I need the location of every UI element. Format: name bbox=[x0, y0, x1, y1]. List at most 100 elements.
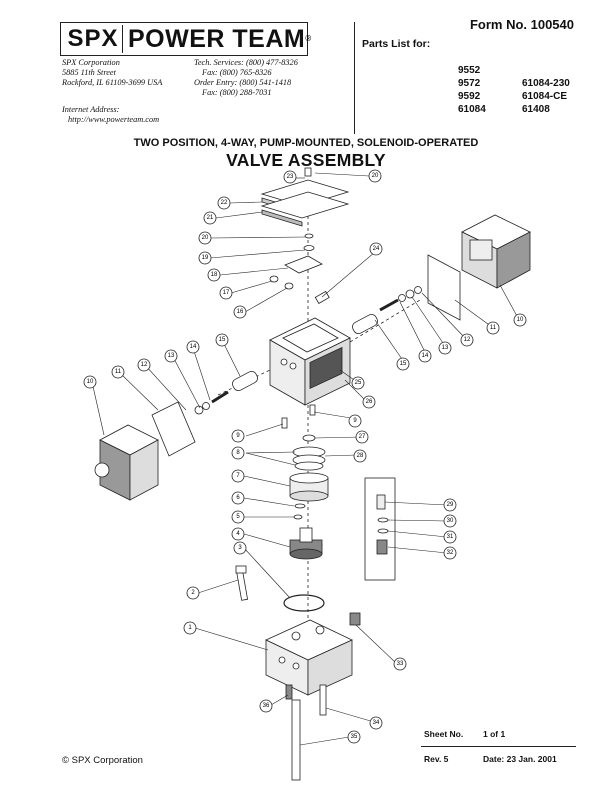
rev-label: Rev. 5 bbox=[424, 754, 449, 764]
callout-bubble bbox=[137, 358, 151, 372]
callout-number: 29 bbox=[447, 502, 454, 508]
model-number: 61408 bbox=[522, 104, 550, 115]
callout-number: 30 bbox=[447, 518, 454, 524]
callout-bubble bbox=[219, 286, 233, 300]
contact-line: Tech. Services: (800) 477-8326 bbox=[194, 58, 298, 67]
callout-number: 32 bbox=[447, 550, 454, 556]
solenoid-plate-11-right bbox=[427, 254, 461, 321]
callout-number: 3 bbox=[238, 545, 242, 551]
callout-number: 15 bbox=[219, 337, 226, 343]
callout-number: 9 bbox=[353, 418, 357, 424]
callout-number: 21 bbox=[207, 215, 214, 221]
address-line: 5885 11th Street bbox=[62, 68, 116, 77]
base-block-1 bbox=[265, 619, 353, 696]
pin-9 bbox=[309, 404, 316, 416]
callout-bubble bbox=[233, 305, 247, 319]
callout-number: 14 bbox=[190, 344, 197, 350]
callout-number: 16 bbox=[237, 309, 244, 315]
date-value: Date: 23 Jan. 2001 bbox=[483, 754, 557, 764]
callout-number: 24 bbox=[373, 246, 380, 252]
header-divider bbox=[354, 22, 355, 134]
callout-number: 12 bbox=[464, 337, 471, 343]
callout-bubble bbox=[203, 211, 217, 225]
callout-number: 23 bbox=[287, 174, 294, 180]
callout-bubble bbox=[231, 469, 245, 483]
callout-bubble bbox=[347, 730, 361, 744]
solenoid-plate-11-left bbox=[151, 401, 196, 457]
spring-14-left bbox=[211, 390, 229, 404]
spool-15-left bbox=[232, 370, 258, 392]
callout-number: 25 bbox=[355, 380, 362, 386]
solenoid-10-right bbox=[461, 214, 531, 289]
model-number: 61084-CE bbox=[522, 91, 568, 102]
callout-bubble bbox=[396, 357, 410, 371]
callout-bubble bbox=[198, 231, 212, 245]
callout-bubble bbox=[183, 621, 197, 635]
inset-panel bbox=[364, 477, 396, 581]
callout-number: 18 bbox=[211, 272, 218, 278]
spool-15-right bbox=[352, 313, 378, 335]
callout-number: 10 bbox=[517, 317, 524, 323]
callout-number: 27 bbox=[359, 434, 366, 440]
contact-block: Tech. Services: (800) 477-8326 Fax: (800… bbox=[194, 58, 298, 98]
address-line: SPX Corporation bbox=[62, 58, 120, 67]
callout-number: 11 bbox=[115, 369, 122, 375]
sheet-info: Sheet No. 1 of 1 Rev. 5 Date: 23 Jan. 20… bbox=[421, 722, 576, 772]
fitting-36 bbox=[285, 684, 293, 700]
document-title: VALVE ASSEMBLY bbox=[226, 150, 386, 170]
valve-body bbox=[269, 317, 351, 406]
screw-24 bbox=[314, 290, 330, 305]
logo-power-team: POWER TEAM® bbox=[128, 25, 312, 53]
callout-bubble bbox=[438, 341, 452, 355]
callout-number: 9 bbox=[236, 433, 240, 439]
callout-bubble bbox=[353, 449, 367, 463]
bolt-2 bbox=[235, 569, 249, 601]
contact-line: Fax: (800) 765-8326 bbox=[202, 68, 272, 77]
callout-bubble bbox=[351, 376, 365, 390]
callout-bubble bbox=[215, 333, 229, 347]
callout-number: 26 bbox=[366, 399, 373, 405]
callout-bubble bbox=[443, 498, 457, 512]
callout-number: 22 bbox=[221, 200, 228, 206]
address-block: SPX Corporation 5885 11th Street Rockfor… bbox=[62, 58, 162, 88]
sheet-value: 1 of 1 bbox=[483, 729, 506, 739]
spring-14-right bbox=[379, 298, 399, 312]
form-number: Form No. 100540 bbox=[469, 17, 574, 32]
callout-bubble bbox=[164, 349, 178, 363]
callout-bubble bbox=[186, 340, 200, 354]
callout-number: 19 bbox=[202, 255, 209, 261]
callout-bubble bbox=[460, 333, 474, 347]
sheet-label: Sheet No. bbox=[424, 729, 464, 739]
callout-bubble bbox=[486, 321, 500, 335]
callout-bubble bbox=[259, 699, 273, 713]
callout-bubble bbox=[186, 586, 200, 600]
callout-number: 20 bbox=[202, 235, 209, 241]
callout-number: 6 bbox=[236, 495, 240, 501]
callout-bubble bbox=[231, 446, 245, 460]
gasket-plate-21 bbox=[260, 191, 350, 219]
o-ring-3 bbox=[283, 594, 325, 612]
model-list-right: 61084-230 61084-CE 61408 bbox=[522, 77, 570, 116]
callout-number: 8 bbox=[236, 450, 240, 456]
callout-number: 4 bbox=[236, 531, 240, 537]
callout-bubble bbox=[393, 657, 407, 671]
contact-line: Order Entry: (800) 541-1418 bbox=[194, 78, 292, 87]
callout-number: 20 bbox=[372, 173, 379, 179]
internet-url[interactable]: http://www.powerteam.com bbox=[68, 115, 160, 124]
document-subtitle: TWO POSITION, 4-WAY, PUMP-MOUNTED, SOLEN… bbox=[133, 137, 479, 149]
callout-number: 5 bbox=[236, 514, 240, 520]
tube-35 bbox=[291, 699, 301, 781]
callout-bubble bbox=[443, 546, 457, 560]
callout-number: 36 bbox=[263, 703, 270, 709]
callout-number: 1 bbox=[188, 625, 192, 631]
callout-bubble bbox=[283, 170, 297, 184]
callout-number: 34 bbox=[373, 720, 380, 726]
callout-bubble bbox=[231, 491, 245, 505]
callout-group: 1234567899101011111212131314141515161718… bbox=[83, 169, 527, 744]
internet-block: Internet Address: http://www.powerteam.c… bbox=[62, 105, 159, 125]
callout-bubble bbox=[231, 510, 245, 524]
parts-list-label: Parts List for: bbox=[362, 38, 431, 50]
contact-line: Fax: (800) 288-7031 bbox=[202, 88, 272, 97]
callout-number: 13 bbox=[442, 345, 449, 351]
